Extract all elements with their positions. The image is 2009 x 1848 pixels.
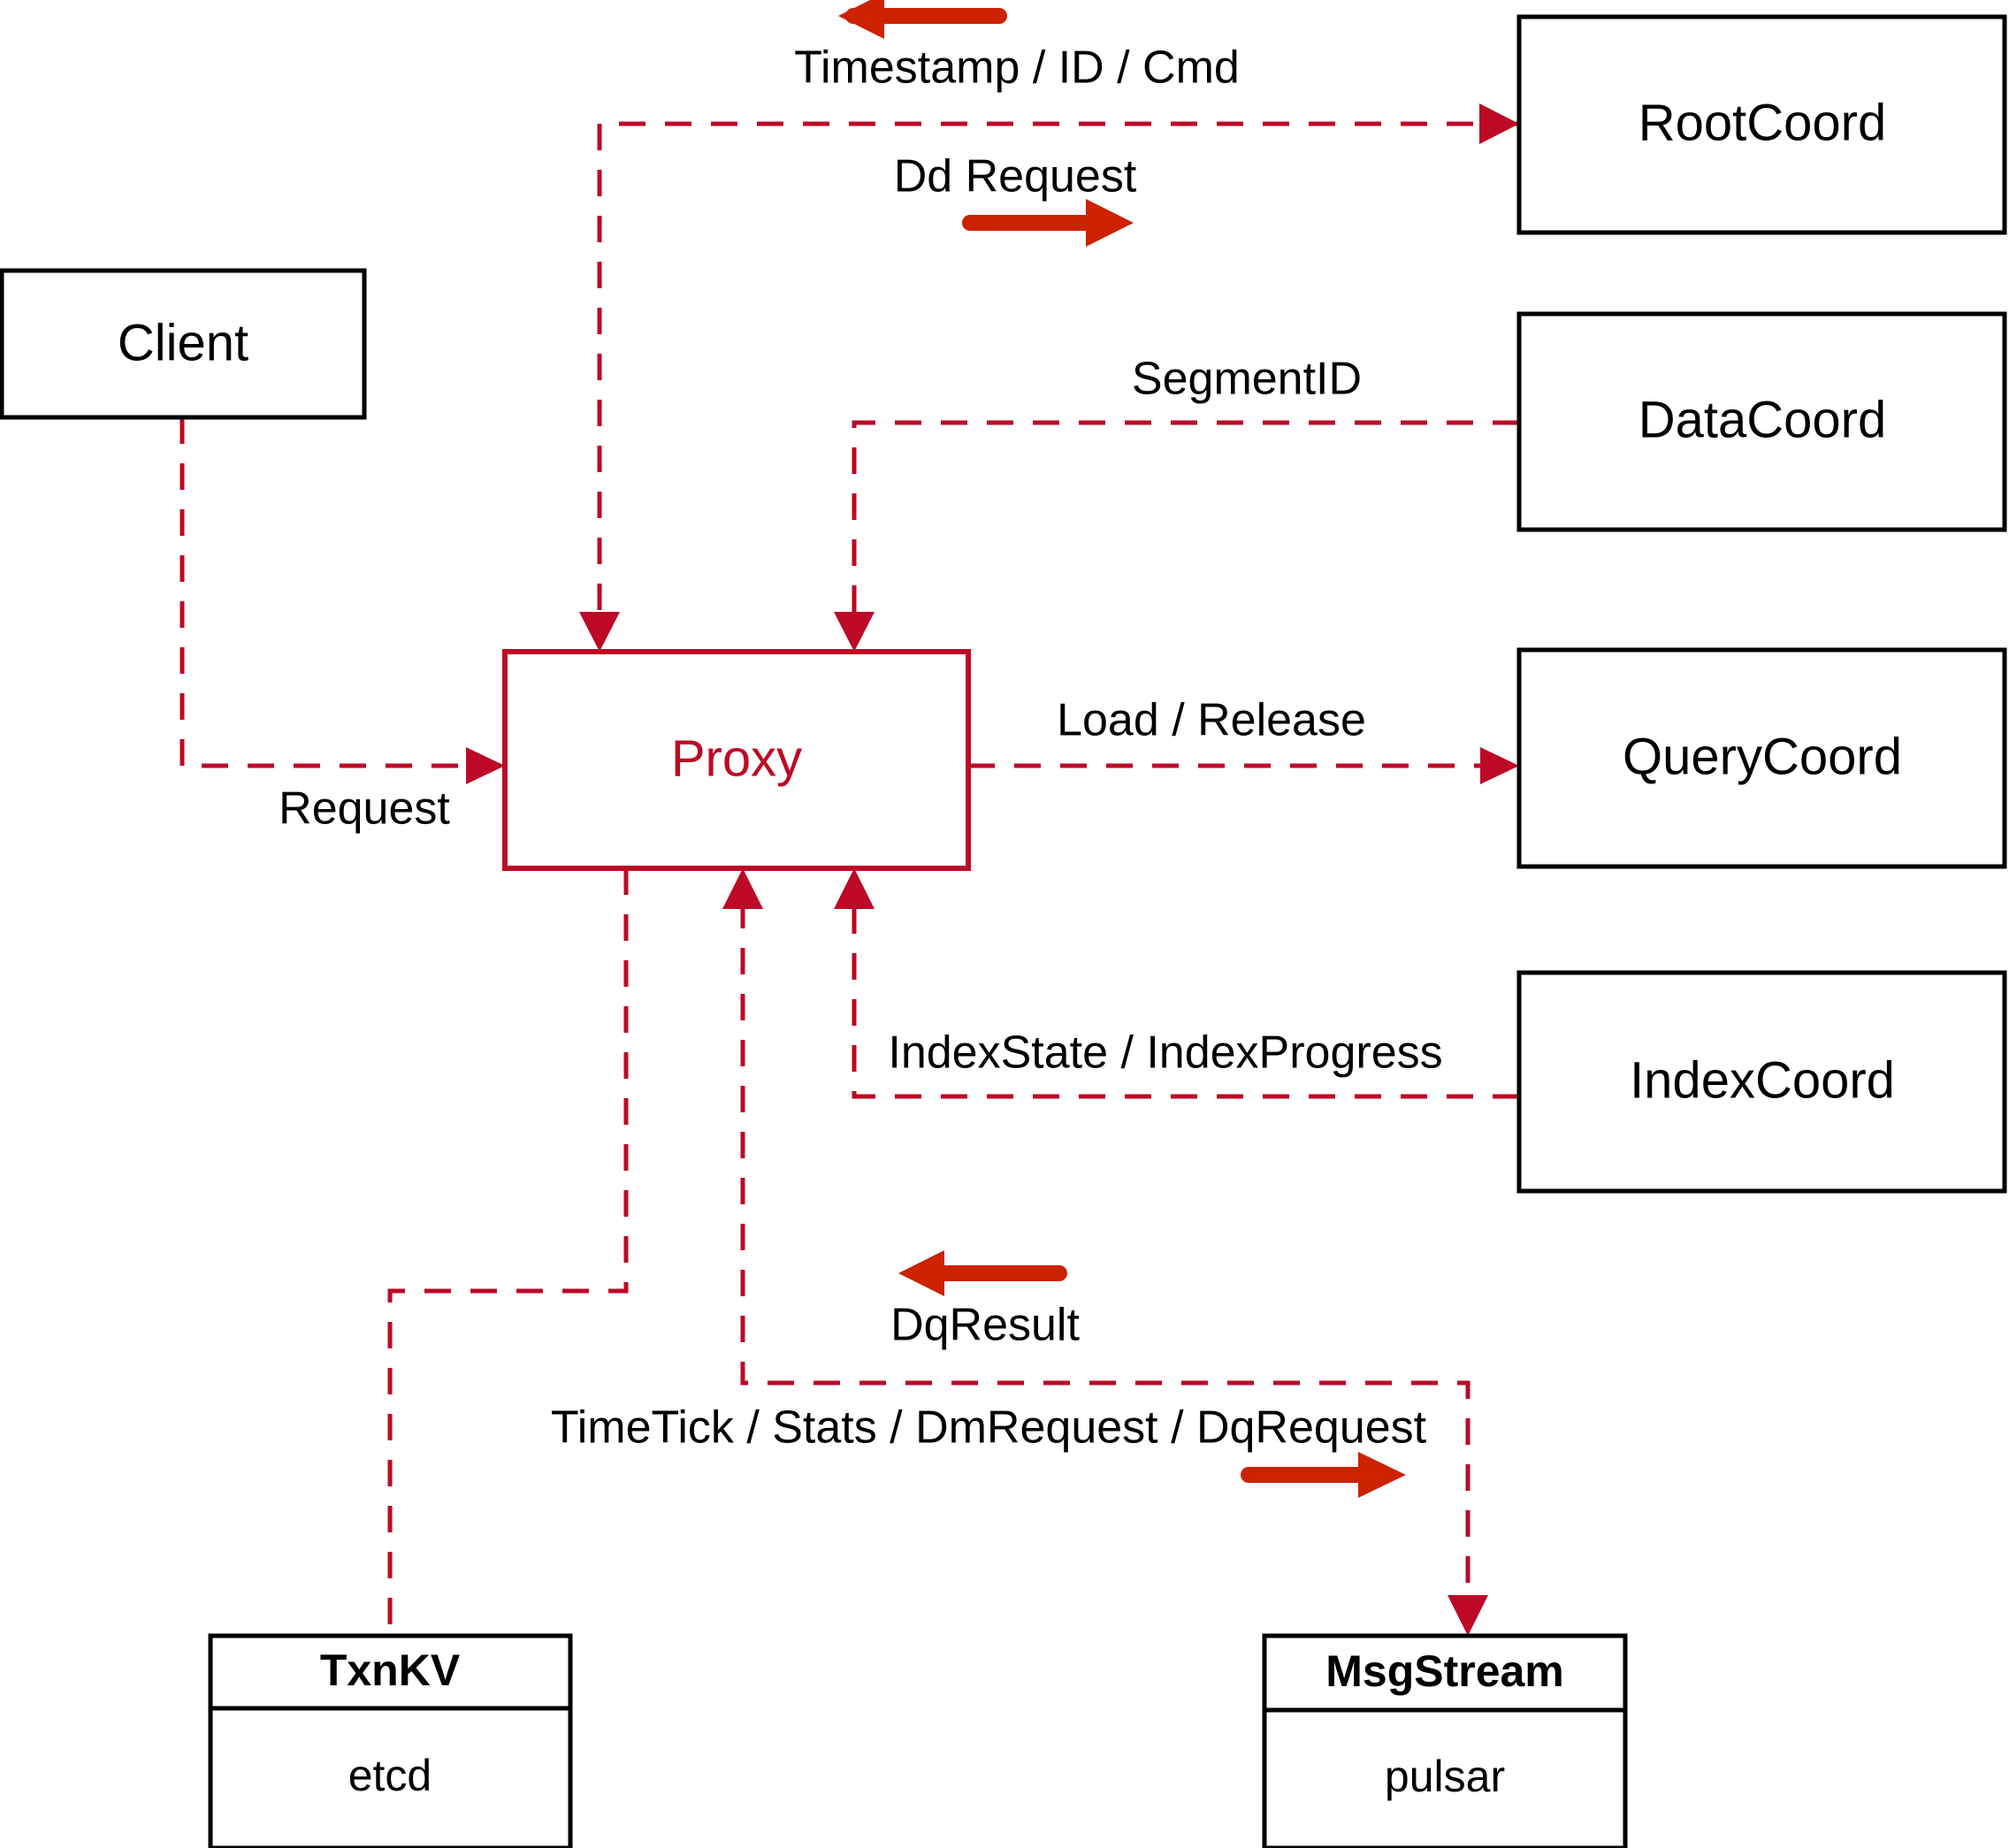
arrowhead-querycoord-left	[1480, 747, 1519, 784]
arrowhead-proxy-top-left	[579, 612, 620, 652]
direction-arrow-timestamp	[838, 0, 1007, 39]
node-rootcoord-label: RootCoord	[1639, 94, 1886, 151]
node-txnkv[interactable]: TxnKV etcd	[208, 1633, 573, 1848]
node-querycoord[interactable]: QueryCoord	[1516, 647, 2007, 869]
node-indexcoord-label: IndexCoord	[1630, 1051, 1895, 1109]
node-proxy-label: Proxy	[671, 729, 802, 787]
edge-label-segment-id: SegmentID	[1132, 354, 1362, 405]
direction-arrow-dq-request	[1241, 1452, 1406, 1498]
flow-indexcoord	[834, 868, 1519, 1099]
arrowhead-proxy-bottom-right	[834, 868, 875, 909]
node-indexcoord[interactable]: IndexCoord	[1516, 970, 2007, 1194]
edge-label-dq-result: DqResult	[890, 1300, 1080, 1351]
arrowhead-msgstream-top	[1448, 1595, 1488, 1636]
node-querycoord-label: QueryCoord	[1623, 728, 1902, 785]
node-txnkv-sublabel: etcd	[348, 1751, 432, 1800]
arrowhead-proxy-bottom-left	[722, 868, 763, 909]
node-datacoord-label: DataCoord	[1639, 391, 1886, 448]
node-client[interactable]: Client	[0, 268, 367, 420]
edge-label-index-state-progress: IndexState / IndexProgress	[888, 1027, 1442, 1079]
node-msgstream-sublabel: pulsar	[1385, 1752, 1505, 1801]
flow-datacoord	[834, 420, 1519, 652]
node-msgstream[interactable]: MsgStream pulsar	[1262, 1633, 1628, 1848]
edge-label-dd-request: Dd Request	[894, 151, 1137, 202]
node-client-label: Client	[118, 314, 248, 371]
flow-client-to-proxy	[180, 417, 505, 784]
node-msgstream-label: MsgStream	[1325, 1646, 1564, 1696]
edge-label-load-release: Load / Release	[1057, 695, 1366, 746]
node-rootcoord[interactable]: RootCoord	[1516, 14, 2007, 235]
node-proxy[interactable]: Proxy	[502, 649, 971, 871]
flow-rootcoord	[579, 103, 1519, 652]
edge-label-request: Request	[279, 783, 450, 835]
flow-txnkv	[387, 868, 629, 1636]
arrowhead-proxy-top-right	[834, 612, 875, 652]
edge-label-timetick-stats: TimeTick / Stats / DmRequest / DqRequest	[551, 1402, 1427, 1454]
direction-arrow-dq-result	[898, 1250, 1067, 1296]
arrowhead-rootcoord-left	[1479, 103, 1519, 144]
node-datacoord[interactable]: DataCoord	[1516, 311, 2007, 532]
flow-querycoord	[968, 747, 1519, 784]
edge-label-timestamp-id-cmd: Timestamp / ID / Cmd	[794, 42, 1240, 94]
node-txnkv-label: TxnKV	[320, 1646, 461, 1695]
flow-msgstream	[722, 868, 1488, 1636]
arrowhead-proxy-left	[466, 747, 505, 784]
direction-arrow-dd-request	[962, 199, 1134, 247]
